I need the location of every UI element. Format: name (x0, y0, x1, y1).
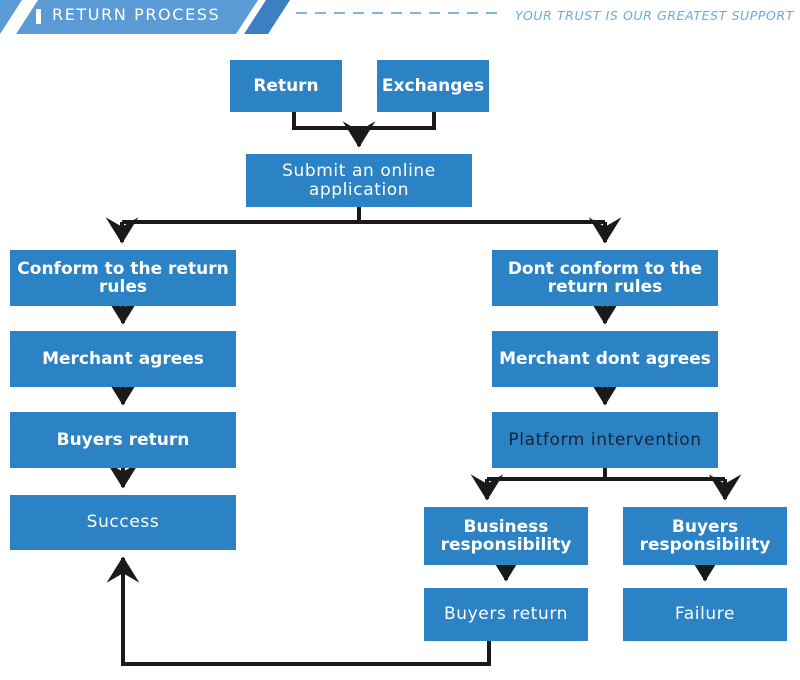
node-failure[interactable]: Failure (623, 588, 787, 641)
node-conform-to-return-rules-label: Conform to the return rules (17, 258, 229, 297)
node-return-label: Return (253, 75, 319, 96)
node-buyers-return-right-label: Buyers return (444, 604, 568, 625)
node-merchant-dont-agrees[interactable]: Merchant dont agrees (492, 331, 718, 387)
node-exchanges[interactable]: Exchanges (377, 60, 489, 112)
node-buyers-return-right[interactable]: Buyers return (424, 588, 588, 641)
edge-return-exchanges-merge (292, 112, 436, 130)
header-tagline: YOUR TRUST IS OUR GREATEST SUPPORT (514, 8, 794, 23)
node-business-responsibility[interactable]: Business responsibility (424, 507, 588, 565)
node-platform-intervention[interactable]: Platform intervention (492, 412, 718, 468)
node-platform-intervention-label: Platform intervention (508, 429, 702, 450)
node-success[interactable]: Success (10, 495, 236, 550)
node-business-responsibility-label: Business responsibility (440, 516, 572, 555)
node-submit-online-application-label: Submit an online application (282, 161, 436, 200)
node-merchant-agrees[interactable]: Merchant agrees (10, 331, 236, 387)
node-dont-conform-to-return-rules[interactable]: Dont conform to the return rules (492, 250, 718, 306)
node-merchant-dont-agrees-label: Merchant dont agrees (499, 348, 711, 369)
node-buyers-return-left-label: Buyers return (56, 429, 190, 450)
node-buyers-responsibility-label: Buyers responsibility (639, 516, 771, 555)
header-banner-shape (0, 0, 498, 34)
page-title: RETURN PROCESS (52, 5, 221, 24)
node-conform-to-return-rules[interactable]: Conform to the return rules (10, 250, 236, 306)
node-exchanges-label: Exchanges (381, 75, 485, 96)
node-failure-label: Failure (674, 604, 736, 625)
node-submit-online-application[interactable]: Submit an online application (246, 154, 472, 207)
node-buyers-return-left[interactable]: Buyers return (10, 412, 236, 468)
page-header: RETURN PROCESS YOUR TRUST IS OUR GREATES… (0, 0, 800, 34)
node-return[interactable]: Return (230, 60, 342, 112)
node-buyers-responsibility[interactable]: Buyers responsibility (623, 507, 787, 565)
node-merchant-agrees-label: Merchant agrees (42, 348, 204, 369)
edge-feedback-buyers-return-to-success (106, 556, 491, 666)
header-bullet-icon (36, 9, 41, 24)
node-success-label: Success (86, 512, 160, 533)
node-dont-conform-to-return-rules-label: Dont conform to the return rules (507, 258, 703, 297)
